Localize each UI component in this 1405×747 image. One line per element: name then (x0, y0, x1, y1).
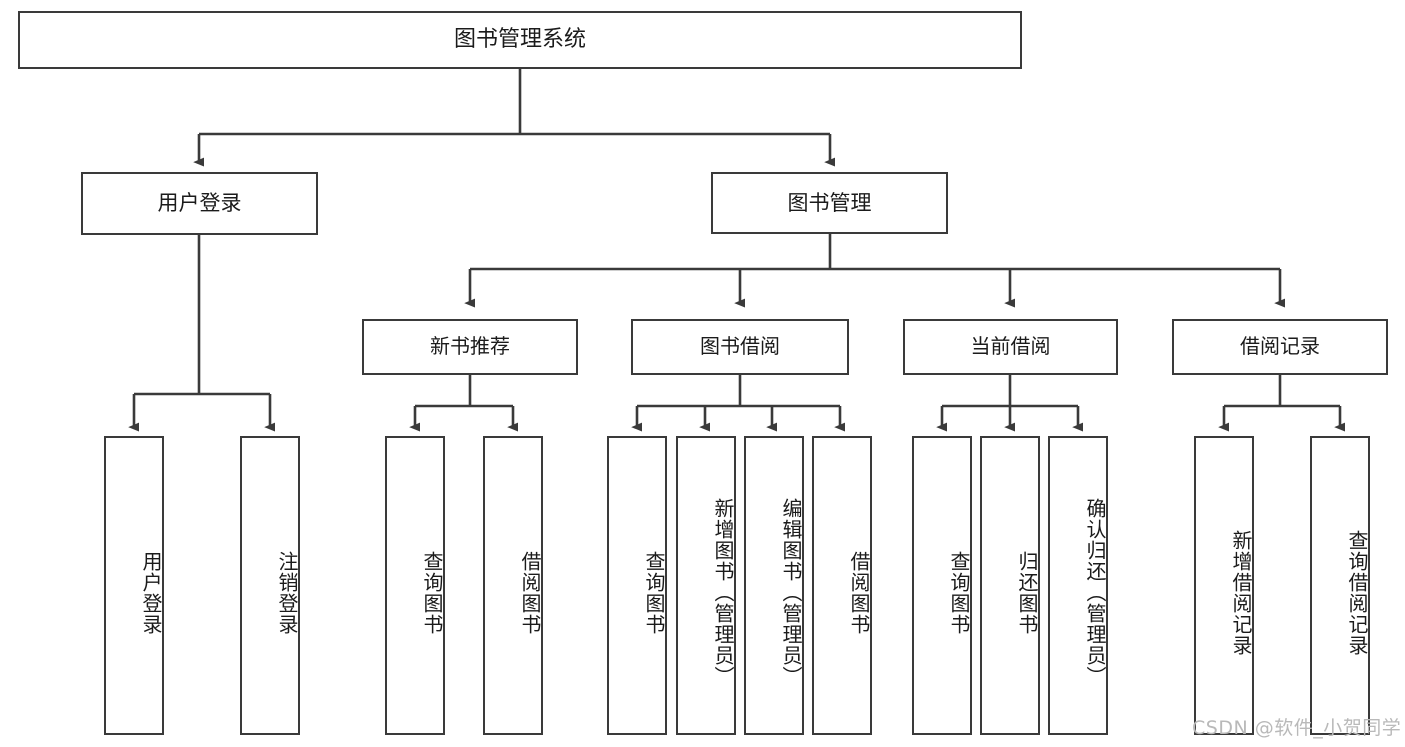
leaf-label: 新增借阅记录 (1229, 529, 1253, 656)
leaf-label: 查询图书 (420, 550, 444, 635)
node-new-book-recommend[interactable]: 新书推荐 (362, 319, 578, 375)
node-current-borrow[interactable]: 当前借阅 (903, 319, 1118, 375)
leaf-new-book-query[interactable]: 查询图书 (385, 436, 445, 735)
watermark: CSDN @软件_小贺同学 (1192, 717, 1402, 739)
leaf-label: 归还图书 (1015, 550, 1039, 635)
leaf-book-borrow-edit[interactable]: 编辑图书（管理员） (744, 436, 804, 735)
node-user-login[interactable]: 用户登录 (81, 172, 318, 235)
leaf-user-login-login[interactable]: 用户登录 (104, 436, 164, 735)
leaf-book-borrow-add[interactable]: 新增图书（管理员） (676, 436, 736, 735)
leaf-label: 查询借阅记录 (1345, 529, 1369, 656)
leaf-current-borrow-query[interactable]: 查询图书 (912, 436, 972, 735)
node-root[interactable]: 图书管理系统 (18, 11, 1022, 69)
node-book-management[interactable]: 图书管理 (711, 172, 948, 234)
node-user-login-label: 用户登录 (157, 191, 242, 216)
node-borrow-record-label: 借阅记录 (1240, 334, 1320, 359)
node-new-book-recommend-label: 新书推荐 (430, 334, 510, 359)
leaf-new-book-borrow[interactable]: 借阅图书 (483, 436, 543, 735)
leaf-label: 用户登录 (139, 550, 163, 635)
node-current-borrow-label: 当前借阅 (970, 334, 1051, 359)
node-borrow-record[interactable]: 借阅记录 (1172, 319, 1388, 375)
leaf-borrow-record-query[interactable]: 查询借阅记录 (1310, 436, 1370, 735)
leaf-label: 查询图书 (642, 550, 666, 635)
node-root-label: 图书管理系统 (453, 27, 586, 53)
node-book-borrow-label: 图书借阅 (700, 334, 780, 359)
leaf-label: 借阅图书 (518, 550, 542, 635)
leaf-label: 注销登录 (275, 550, 299, 635)
node-book-borrow[interactable]: 图书借阅 (631, 319, 849, 375)
leaf-current-borrow-confirm-return[interactable]: 确认归还（管理员） (1048, 436, 1108, 735)
leaf-label: 查询图书 (947, 550, 971, 635)
leaf-book-borrow-query[interactable]: 查询图书 (607, 436, 667, 735)
leaf-user-login-logout[interactable]: 注销登录 (240, 436, 300, 735)
leaf-book-borrow-borrow[interactable]: 借阅图书 (812, 436, 872, 735)
node-book-management-label: 图书管理 (787, 190, 872, 215)
leaf-label: 编辑图书（管理员） (779, 498, 803, 687)
leaf-current-borrow-return[interactable]: 归还图书 (980, 436, 1040, 735)
leaf-borrow-record-add[interactable]: 新增借阅记录 (1194, 436, 1254, 735)
leaf-label: 新增图书（管理员） (711, 498, 735, 687)
leaf-label: 借阅图书 (847, 550, 871, 635)
leaf-label: 确认归还（管理员） (1083, 498, 1107, 687)
